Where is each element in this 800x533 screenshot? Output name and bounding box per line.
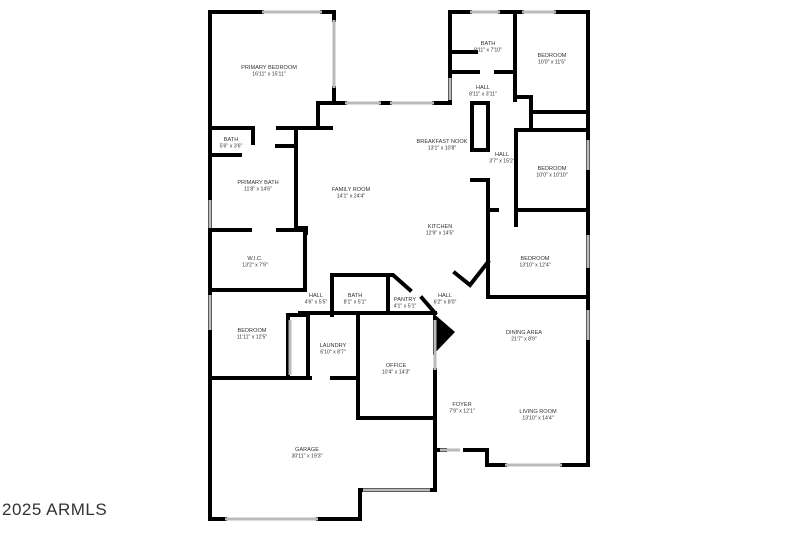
room-dimensions: 12'9" x 14'5" <box>426 231 455 237</box>
room-name: BEDROOM <box>521 256 550 262</box>
room-dimensions: 13'10" x 14'4" <box>522 416 553 422</box>
room-name: BATH <box>481 41 496 47</box>
room-dimensions: 3'7" x 15'2" <box>489 159 515 165</box>
room-dimensions: 11'8" x 14'6" <box>244 187 272 193</box>
room-name: W.I.C. <box>247 256 263 262</box>
room-name: PRIMARY BEDROOM <box>241 65 297 71</box>
room-dimensions: 5'6" x 3'6" <box>220 144 243 150</box>
room-dimensions: 6'2" x 8'0" <box>434 300 457 306</box>
room-name: BEDROOM <box>538 166 567 172</box>
room-name: HALL <box>438 293 452 299</box>
room-dimensions: 10'0" x 10'10" <box>536 173 567 179</box>
room-name: GARAGE <box>295 447 319 453</box>
room-name: LAUNDRY <box>320 343 347 349</box>
watermark: 2025 ARMLS <box>2 500 108 519</box>
room-name: BEDROOM <box>238 328 267 334</box>
room-name: BREAKFAST NOOK <box>417 139 468 145</box>
room-dimensions: 8'1" x 5'1" <box>344 300 367 306</box>
room-dimensions: 16'11" x 15'11" <box>252 72 286 78</box>
windows <box>208 10 590 521</box>
room-dimensions: 13'10" x 12'4" <box>519 263 550 269</box>
room-name: HALL <box>309 293 323 299</box>
room-dimensions: 6'10" x 8'7" <box>320 350 346 356</box>
room-name: PANTRY <box>394 297 416 303</box>
room-name: PRIMARY BATH <box>237 180 278 186</box>
room-name: KITCHEN <box>428 224 453 230</box>
room-dimensions: 13'2" x 7'9" <box>242 263 268 269</box>
room-name: LIVING ROOM <box>519 409 557 415</box>
room-dimensions: 13'1" x 10'8" <box>428 146 457 152</box>
room-dimensions: 14'1" x 24'4" <box>337 194 366 200</box>
room-dimensions: 10'4" x 14'3" <box>382 370 411 376</box>
room-dimensions: 30'11" x 19'3" <box>292 454 323 460</box>
room-name: FOYER <box>452 402 471 408</box>
room-dimensions: 4'1" x 5'1" <box>394 304 417 310</box>
room-dimensions: 10'0" x 11'5" <box>538 60 566 66</box>
room-dimensions: 4'6" x 5'5" <box>305 300 328 306</box>
room-name: BATH <box>348 293 363 299</box>
room-name: HALL <box>495 152 509 158</box>
room-name: BATH <box>224 137 239 143</box>
room-label: W.I.C.13'2" x 7'9" <box>242 256 268 269</box>
room-dimensions: 11'11" x 12'5" <box>237 335 268 341</box>
room-name: BEDROOM <box>538 53 567 59</box>
room-name: HALL <box>476 85 490 91</box>
walls <box>208 10 590 521</box>
fireplace <box>433 313 455 355</box>
room-dimensions: 21'7" x 8'9" <box>511 337 537 343</box>
room-dimensions: 8'11" x 3'11" <box>469 92 497 98</box>
room-name: OFFICE <box>386 363 407 369</box>
room-name: FAMILY ROOM <box>332 187 371 193</box>
room-name: DINING AREA <box>506 330 542 336</box>
room-dimensions: 8'11" x 7'10" <box>474 48 502 54</box>
room-dimensions: 7'9" x 12'1" <box>449 409 475 415</box>
